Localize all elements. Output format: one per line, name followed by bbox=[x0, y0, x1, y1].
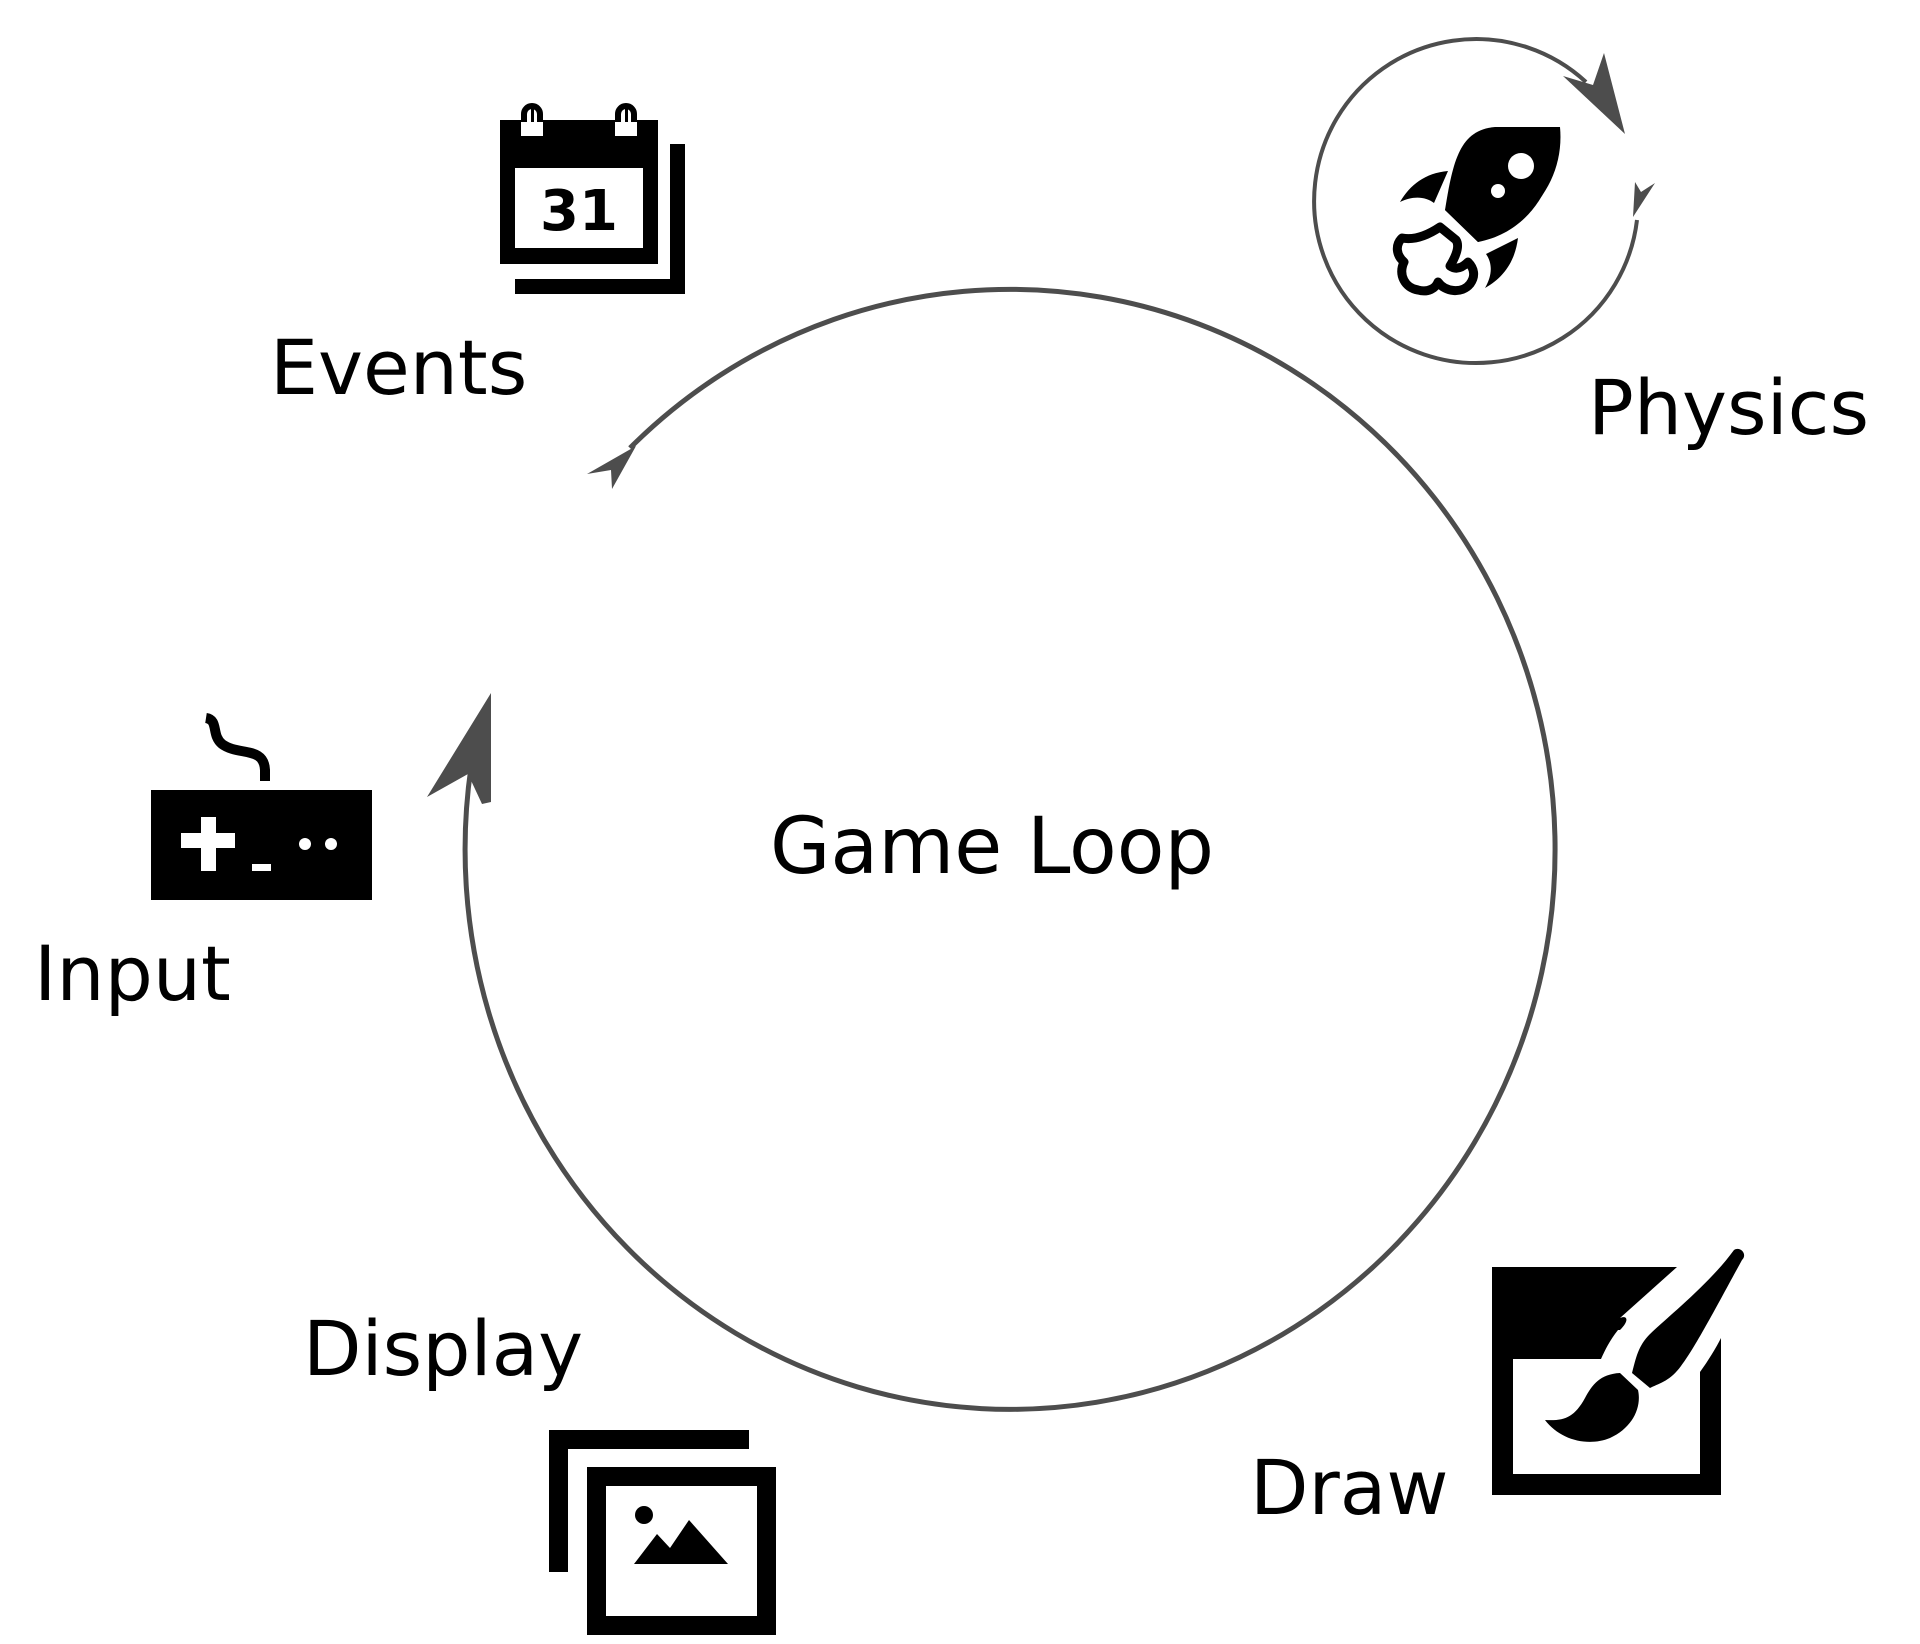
stage-label-physics: Physics bbox=[1588, 363, 1869, 452]
gamepad-icon bbox=[151, 713, 372, 900]
calendar-day-number: 31 bbox=[540, 179, 618, 244]
rocket-icon bbox=[1392, 127, 1561, 296]
main-loop-arrowhead-top bbox=[587, 446, 636, 489]
main-loop-arrowhead-left bbox=[427, 693, 491, 804]
main-loop-arc bbox=[462, 286, 1558, 1412]
stage-label-events: Events bbox=[270, 323, 527, 412]
stage-label-input: Input bbox=[34, 929, 231, 1018]
image-gallery-icon bbox=[549, 1430, 776, 1635]
stage-label-draw: Draw bbox=[1250, 1443, 1449, 1532]
calendar-icon bbox=[500, 103, 685, 294]
diagram-title: Game Loop bbox=[770, 802, 1214, 892]
stage-label-display: Display bbox=[303, 1304, 583, 1393]
paint-brush-icon bbox=[1492, 1248, 1745, 1495]
physics-cycle-arrow bbox=[1312, 37, 1655, 365]
